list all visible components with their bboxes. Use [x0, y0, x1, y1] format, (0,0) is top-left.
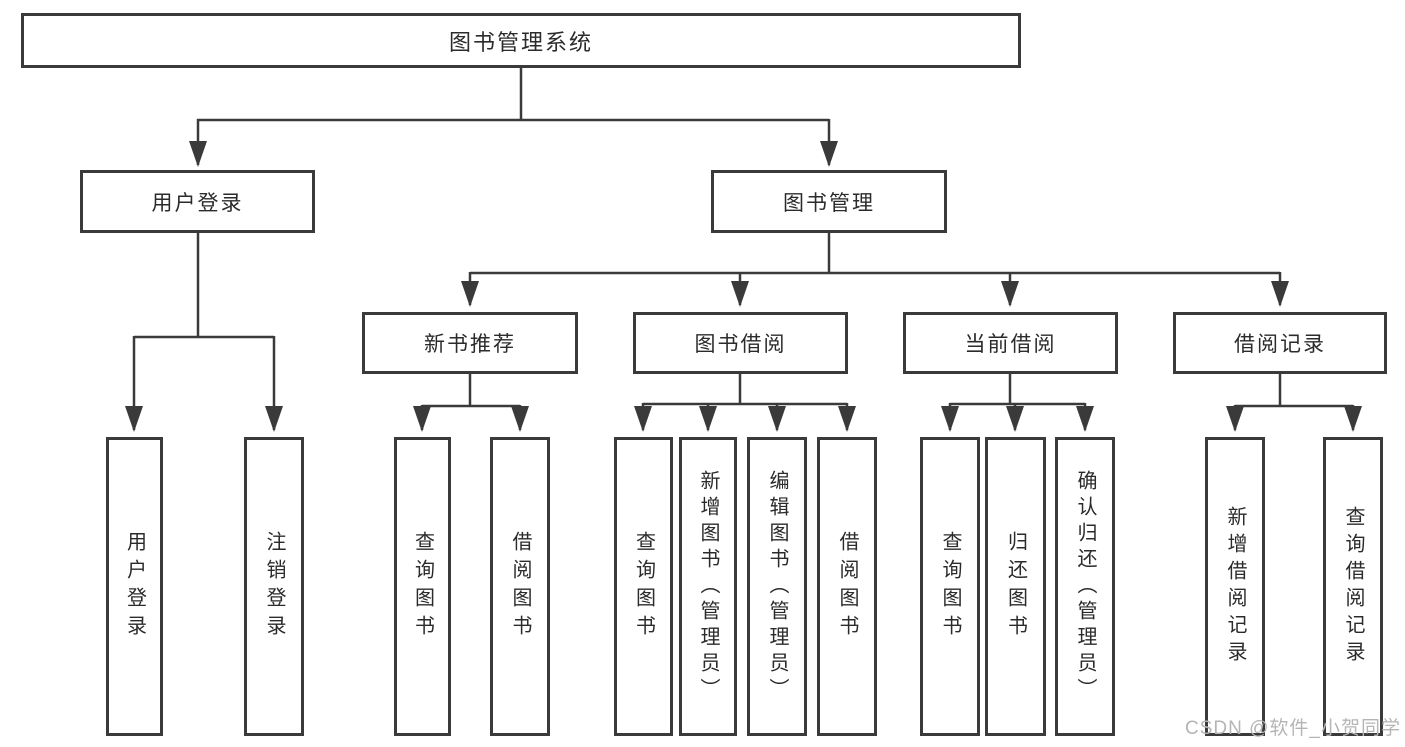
leaf-recommend-borrow-books: 借阅图书 — [490, 437, 550, 736]
leaf-logout: 注销登录 — [244, 437, 304, 736]
node-current-borrow: 当前借阅 — [903, 312, 1118, 374]
connector-lines — [125, 68, 1362, 432]
leaf-current-query-books: 查询图书 — [920, 437, 980, 736]
node-book-management: 图书管理 — [711, 170, 947, 233]
leaf-borrow-query-books: 查询图书 — [614, 437, 673, 736]
csdn-watermark: CSDN @软件_小贺同学 — [1185, 718, 1401, 739]
node-user-login: 用户登录 — [80, 170, 315, 233]
node-book-borrow: 图书借阅 — [633, 312, 848, 374]
leaf-return-book: 归还图书 — [985, 437, 1046, 736]
leaf-user-login: 用户登录 — [106, 437, 163, 736]
node-library-management-system: 图书管理系统 — [21, 13, 1021, 68]
leaf-recommend-query-books: 查询图书 — [394, 437, 451, 736]
leaf-confirm-return-admin: 确认归还（管理员） — [1055, 437, 1115, 736]
leaf-query-borrow-record: 查询借阅记录 — [1323, 437, 1383, 736]
leaf-borrow-borrow-books: 借阅图书 — [817, 437, 877, 736]
leaf-edit-book-admin: 编辑图书（管理员） — [747, 437, 807, 736]
node-new-book-recommend: 新书推荐 — [362, 312, 578, 374]
leaf-add-borrow-record: 新增借阅记录 — [1205, 437, 1265, 736]
leaf-add-book-admin: 新增图书（管理员） — [679, 437, 737, 736]
node-borrow-records: 借阅记录 — [1173, 312, 1387, 374]
